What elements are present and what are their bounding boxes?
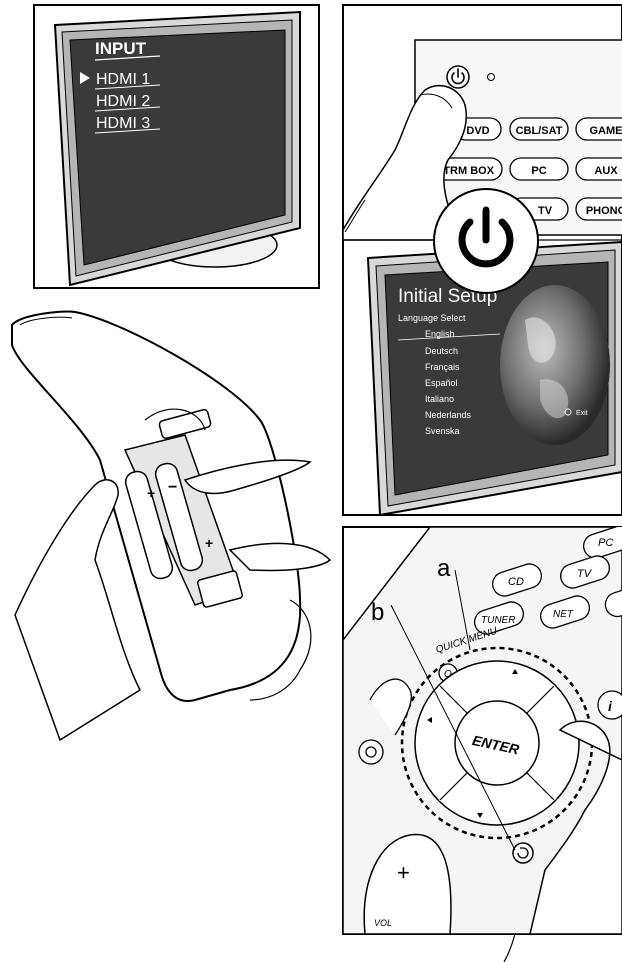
key-label: TV — [577, 568, 593, 580]
vol-label: VOL — [374, 918, 392, 928]
key-label: CD — [508, 576, 524, 588]
callout-label-a: a — [437, 555, 451, 582]
callout-label-b: b — [371, 599, 384, 626]
key-label: TUNER — [481, 615, 515, 626]
key-label: NET — [553, 609, 574, 620]
setup-button[interactable] — [359, 740, 383, 764]
key-label: PC — [598, 537, 613, 549]
svg-text:+: + — [397, 860, 410, 885]
return-button[interactable] — [513, 843, 533, 863]
